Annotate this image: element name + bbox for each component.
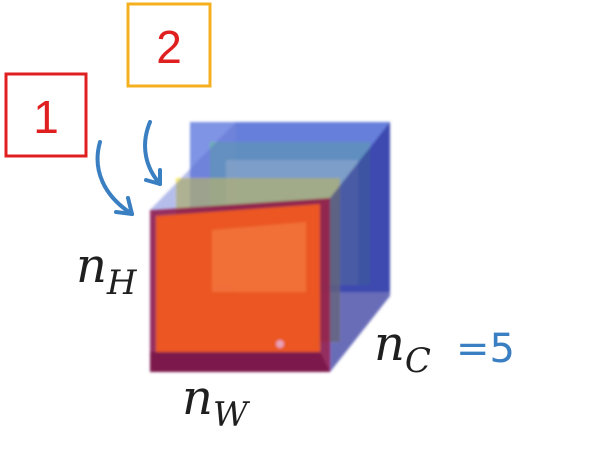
cube-bottom-edge xyxy=(150,352,330,372)
pixel-dot xyxy=(276,340,284,348)
arrow-2 xyxy=(143,120,162,186)
width-label-sub: W xyxy=(213,395,251,435)
label-box-2-text: 2 xyxy=(156,21,182,73)
height-label-sub: H xyxy=(106,263,138,303)
channel-value: =5 xyxy=(456,326,515,372)
height-label-n: n xyxy=(76,238,107,294)
label-box-2 xyxy=(126,2,212,88)
arrow-1 xyxy=(95,140,134,216)
channel-label: nC xyxy=(374,316,431,381)
channel-label-n: n xyxy=(374,316,405,372)
cube-top-face xyxy=(150,122,390,210)
label-box-1-text: 1 xyxy=(33,91,59,143)
slice-red xyxy=(150,198,330,372)
label-box-1 xyxy=(4,72,88,158)
height-label: nH xyxy=(76,238,138,303)
channel-label-sub: C xyxy=(405,341,431,381)
cube-side-face xyxy=(330,122,390,372)
width-label: nW xyxy=(182,370,251,435)
width-label-n: n xyxy=(182,370,213,426)
volume-cube xyxy=(150,122,390,372)
